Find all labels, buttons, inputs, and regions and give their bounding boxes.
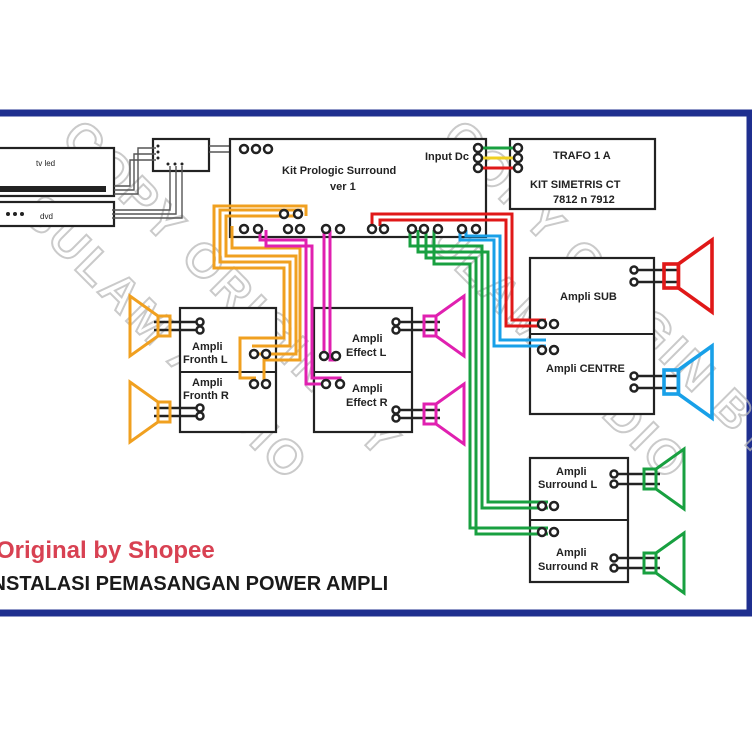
ampli-effect-r-line1: Ampli xyxy=(352,383,383,395)
effect-right-speaker-icon xyxy=(422,382,466,446)
ampli-effect-l-line2: Effect L xyxy=(346,347,387,359)
diagram-title: INSTALASI PEMASANGAN POWER AMPLI xyxy=(0,573,388,595)
tv-device: tv led xyxy=(0,146,116,198)
diagram-frame xyxy=(0,109,752,617)
ampli-surround-l-line2: Surround L xyxy=(538,479,598,491)
trafo-label: TRAFO 1 A xyxy=(553,150,611,162)
ampli-sub-label: Ampli SUB xyxy=(560,291,617,303)
input-junction-box xyxy=(151,137,211,173)
front-right-speaker-icon xyxy=(128,380,172,444)
surround-channel-wires xyxy=(408,230,548,536)
ampli-centre-label: Ampli CENTRE xyxy=(546,363,625,375)
ampli-input-terminals xyxy=(248,318,560,538)
centre-channel-wires xyxy=(458,230,546,348)
ampli-fronth-r-line2: Fronth R xyxy=(183,390,229,402)
speaker-output-leads xyxy=(154,268,680,570)
sub-channel-wires xyxy=(370,212,546,328)
trafo-kit-label: KIT SIMETRIS CT xyxy=(530,179,621,191)
ampli-fronth-l-line1: Ampli xyxy=(192,341,223,353)
kit-prologic-surround: Kit Prologic Surround ver 1 Input Dc xyxy=(228,137,488,239)
effect-left-speaker-icon xyxy=(422,294,466,358)
front-channel-wires xyxy=(212,204,308,384)
prologic-version: ver 1 xyxy=(330,181,356,193)
dvd-device: dvd xyxy=(0,200,116,228)
dc-wires xyxy=(478,146,518,170)
ampli-fronth-box: Ampli Fronth L Ampli Fronth R xyxy=(178,306,278,434)
dvd-label: dvd xyxy=(40,212,53,221)
subwoofer-speaker-icon xyxy=(662,238,714,314)
prologic-title: Kit Prologic Surround xyxy=(282,165,396,177)
tv-label: tv led xyxy=(36,159,55,168)
trafo-regulator-label: 7812 n 7912 xyxy=(553,194,615,206)
ampli-fronth-l-line2: Fronth L xyxy=(183,354,228,366)
trafo-box: TRAFO 1 A KIT SIMETRIS CT 7812 n 7912 xyxy=(508,137,657,211)
prologic-output-terminals xyxy=(238,142,524,235)
ampli-surround-r-line2: Surround R xyxy=(538,561,599,573)
input-dc-label: Input Dc xyxy=(425,151,469,163)
ampli-effect-l-line1: Ampli xyxy=(352,333,383,345)
surround-right-speaker-icon xyxy=(642,531,686,595)
brand-text: Original by Shopee xyxy=(0,537,215,564)
source-signal-wires xyxy=(112,145,240,219)
ampli-surround-l-line1: Ampli xyxy=(556,466,587,478)
ampli-surround-r-line1: Ampli xyxy=(556,547,587,559)
ampli-effect-r-line2: Effect R xyxy=(346,397,388,409)
ampli-fronth-r-line1: Ampli xyxy=(192,377,223,389)
